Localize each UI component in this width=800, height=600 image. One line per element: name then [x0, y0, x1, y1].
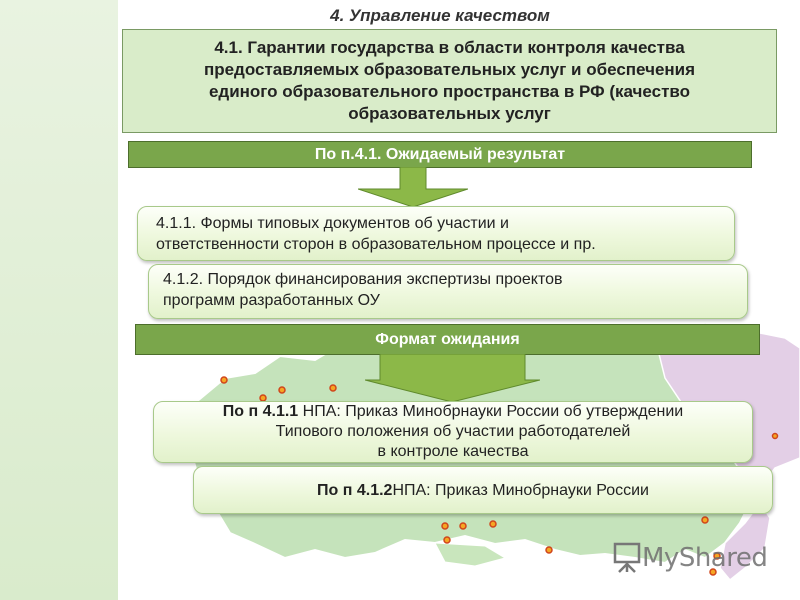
- format-item-1-ref: По п 4.1.1: [222, 403, 299, 420]
- format-item-2: По п 4.1.2 НПА: Приказ Минобрнауки Росси…: [193, 466, 773, 514]
- format-item-1-line-1: По п 4.1.1 НПА: Приказ Минобрнауки Росси…: [162, 402, 744, 422]
- title-line-2: предоставляемых образовательных услуг и …: [203, 60, 696, 79]
- section-heading: 4. Управление качеством: [330, 6, 550, 25]
- result-item-1: 4.1.1. Формы типовых документов об участ…: [137, 206, 735, 261]
- title-line-3: единого образовательного пространства в …: [208, 82, 691, 101]
- left-decorative-band: [0, 0, 118, 600]
- watermark: MyShared: [612, 538, 772, 578]
- down-arrow-icon: [358, 167, 468, 207]
- format-item-1: По п 4.1.1 НПА: Приказ Минобрнауки Росси…: [153, 401, 753, 463]
- expected-result-bar: По п.4.1. Ожидаемый результат: [128, 141, 752, 168]
- result-item-1-line-2: ответственности сторон в образовательном…: [156, 236, 596, 253]
- watermark-text: MyShared: [642, 543, 768, 573]
- result-item-1-line-1: 4.1.1. Формы типовых документов об участ…: [156, 215, 509, 232]
- format-item-2-text: НПА: Приказ Минобрнауки России: [392, 481, 649, 499]
- format-item-2-ref: По п 4.1.2: [317, 481, 393, 499]
- format-item-1-line-3: в контроле качества: [377, 443, 529, 460]
- title-box: 4.1. Гарантии государства в области конт…: [122, 29, 777, 133]
- title-line-4: образовательных услуг: [348, 104, 551, 123]
- result-item-2-line-1: 4.1.2. Порядок финансирования экспертизы…: [163, 271, 563, 288]
- presentation-board-icon: [613, 542, 641, 573]
- down-arrow-icon: [365, 354, 540, 402]
- format-item-1-line-2: Типового положения об участии работодате…: [275, 423, 631, 440]
- title-line-1: 4.1. Гарантии государства в области конт…: [214, 38, 685, 57]
- format-item-1-text: НПА: Приказ Минобрнауки России об утверж…: [298, 403, 684, 420]
- result-item-2: 4.1.2. Порядок финансирования экспертизы…: [148, 264, 748, 319]
- format-bar: Формат ожидания: [135, 324, 760, 355]
- result-item-2-line-2: программ разработанных ОУ: [163, 292, 380, 309]
